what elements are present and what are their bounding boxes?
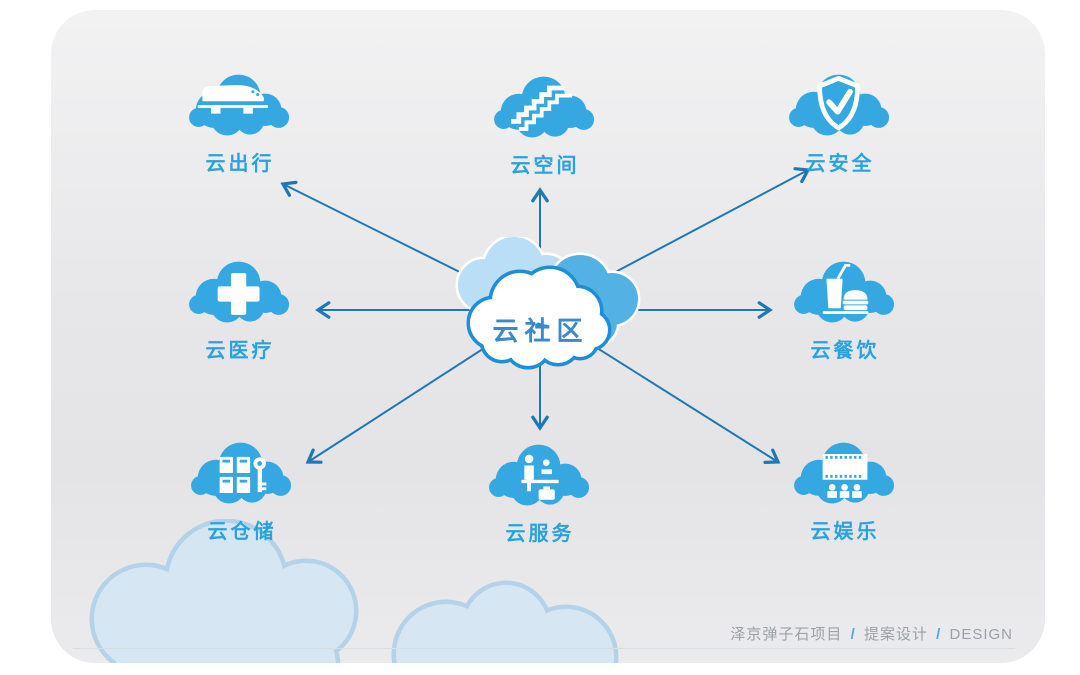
footer-slash-icon: /	[936, 626, 942, 643]
node-travel: 云出行	[165, 66, 315, 176]
node-entertainment-label: 云娱乐	[810, 521, 880, 543]
hub-label: 云社区	[492, 316, 589, 346]
node-space: 云空间	[470, 68, 620, 178]
node-dining: 云餐饮	[770, 253, 920, 363]
footer-credit: 泽京弹子石项目 / 提案设计 / DESIGN	[730, 623, 1013, 644]
node-security-label: 云安全	[805, 153, 875, 175]
node-dining-label: 云餐饮	[810, 340, 880, 362]
node-entertainment: 云娱乐	[770, 434, 920, 544]
node-service-label: 云服务	[505, 523, 575, 545]
reception-desk-icon	[488, 444, 589, 506]
node-travel-label: 云出行	[205, 153, 275, 175]
node-service: 云服务	[465, 436, 615, 546]
drink-burger-icon	[793, 261, 894, 323]
node-security: 云安全	[765, 66, 915, 176]
node-storage-label: 云仓储	[207, 521, 277, 543]
cinema-screen-icon	[793, 442, 894, 504]
footer-proposal: 提案设计	[863, 626, 928, 643]
footer-divider	[73, 648, 1015, 649]
footer-slash-icon: /	[850, 626, 856, 643]
shield-check-icon	[788, 74, 889, 136]
node-medical-label: 云医疗	[205, 340, 275, 362]
locker-key-icon	[190, 442, 291, 504]
train-icon	[188, 74, 289, 136]
medical-cross-icon	[188, 261, 289, 323]
stairs-icon	[493, 76, 594, 138]
node-storage: 云仓储	[167, 434, 317, 544]
hub-cloud: 云社区	[430, 237, 650, 387]
footer-project: 泽京弹子石项目	[730, 626, 843, 643]
node-medical: 云医疗	[165, 253, 315, 363]
footer-design: DESIGN	[949, 626, 1013, 643]
node-space-label: 云空间	[510, 155, 580, 177]
